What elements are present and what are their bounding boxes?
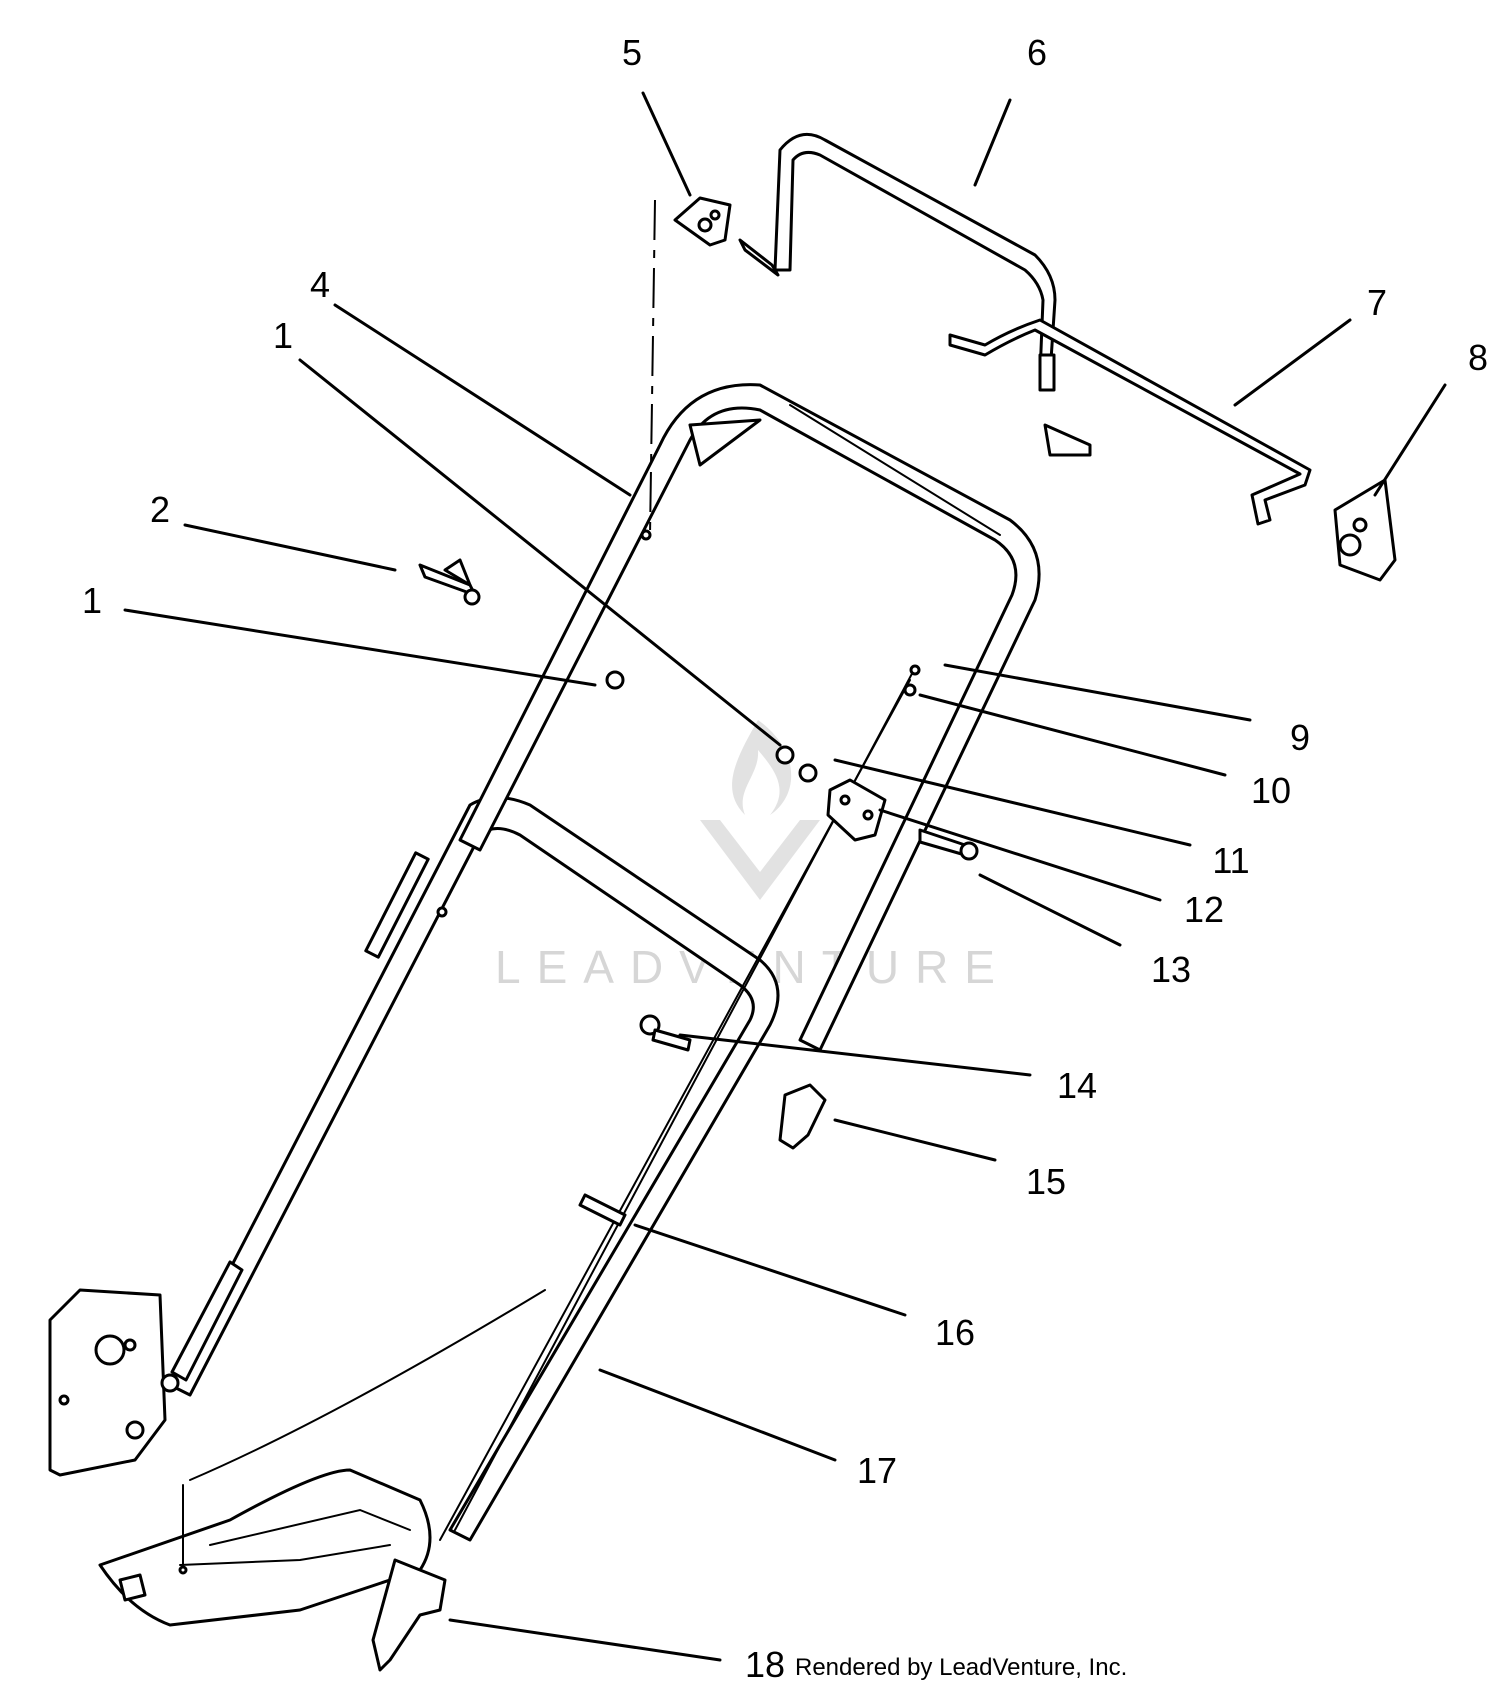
part-bracket-right — [1333, 478, 1397, 582]
callout-12: 12 — [1184, 889, 1224, 930]
part-bolt — [918, 828, 979, 861]
callout-8: 8 — [1468, 337, 1488, 378]
callout-16: 16 — [935, 1312, 975, 1353]
callout-2: 2 — [150, 489, 170, 530]
leader-lines — [123, 91, 1447, 1662]
part-pin-10 — [903, 683, 917, 697]
callout-18: 18 — [745, 1644, 785, 1681]
callout-9: 9 — [1290, 717, 1310, 758]
part-lower-cable — [189, 1289, 546, 1481]
callout-5: 5 — [622, 32, 642, 73]
callout-15: 15 — [1026, 1161, 1066, 1202]
part-mounting-plate — [48, 1288, 180, 1477]
callout-13: 13 — [1151, 949, 1191, 990]
part-washer — [798, 763, 818, 783]
v-logo-icon — [700, 820, 820, 900]
callout-14: 14 — [1057, 1065, 1097, 1106]
part-carriage-bolt — [639, 1014, 692, 1052]
part-nut-a — [605, 670, 625, 690]
callout-10: 10 — [1251, 770, 1291, 811]
part-knob — [778, 1083, 827, 1150]
callout-11: 11 — [1212, 840, 1249, 881]
part-pin-9 — [909, 664, 921, 676]
callout-6: 6 — [1027, 32, 1047, 73]
callout-1-lower: 1 — [82, 580, 102, 621]
part-deck-guard — [98, 1468, 447, 1672]
part-nut-b — [775, 745, 795, 765]
part-cam-lever — [418, 558, 481, 606]
callout-7: 7 — [1367, 282, 1387, 323]
credit-text: Rendered by LeadVenture, Inc. — [795, 1654, 1127, 1681]
callout-labels: 5 6 4 1 7 8 2 1 9 10 11 12 13 14 15 16 1… — [82, 32, 1488, 1681]
part-centerline — [649, 199, 656, 536]
part-bracket-left — [673, 196, 732, 247]
callout-1-upper: 1 — [273, 315, 293, 356]
flame-logo-icon — [732, 720, 792, 815]
callout-17: 17 — [857, 1450, 897, 1491]
part-bail-bar — [738, 132, 1092, 457]
part-cable-tie — [578, 1193, 627, 1227]
part-brake-rod — [948, 318, 1312, 526]
callout-4: 4 — [310, 264, 330, 305]
part-clamp-block — [826, 778, 887, 842]
part-upper-handle — [436, 383, 1041, 1052]
part-lower-handle — [168, 796, 780, 1542]
